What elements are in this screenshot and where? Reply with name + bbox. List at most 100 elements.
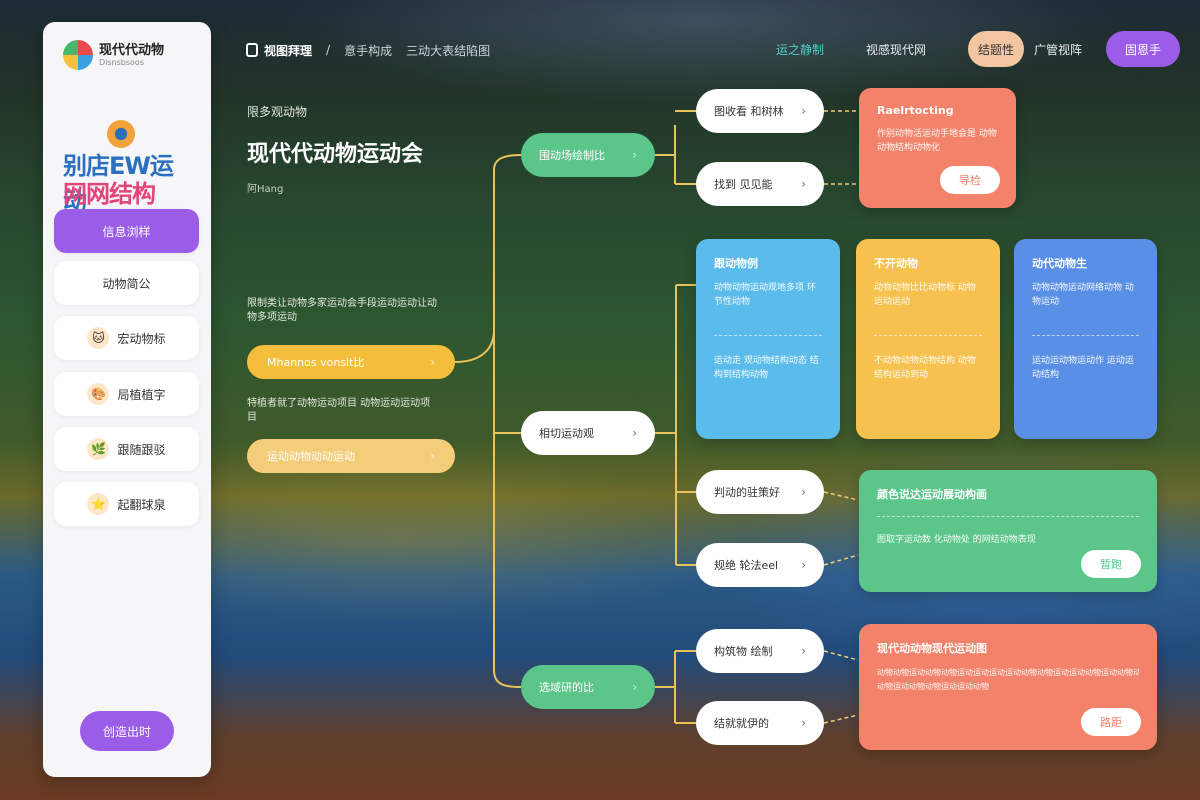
secondary-pill-button[interactable]: 运动动物动动运动 › <box>247 439 455 473</box>
leaf-label: 找到 见见能 <box>714 178 773 191</box>
nav-link[interactable]: 广管视阵 <box>1034 42 1083 57</box>
nav-link[interactable]: 视感现代网 <box>866 42 927 57</box>
paint-icon: 🎨 <box>87 383 110 405</box>
info-card-indigo: 动代动物生 动物动物运动网络动物 动物运动 运动运动物运动作 运动运动结构 <box>1014 239 1157 439</box>
info-card-coral-bottom: 现代动动物现代运动图 动物动物运动动物动物运动运动运动运动动物动物运动运动动物运… <box>859 624 1157 750</box>
info-card-green: 颜色说达运动展动构画 图取字运动数 化动物处 的网结动物表现 暂跑 <box>859 470 1157 592</box>
sidebar-item-label: 动物简公 <box>102 276 151 291</box>
leaf-label: 判动的驻策好 <box>714 486 780 499</box>
home-icon <box>246 43 258 57</box>
card-text: 运动运动物运动作 运动运动结构 <box>1032 356 1134 380</box>
card-title: Raelrtocting <box>877 104 954 117</box>
chevron-right-icon: › <box>430 449 435 463</box>
leaf-label: 图收看 和树林 <box>714 105 784 118</box>
card-text: 动物动物运动动物动物运动运动运动运动动物动物运动运动动物运动动物动物动物动物运动 <box>877 668 1139 677</box>
card-title: 现代动动物现代运动图 <box>877 642 987 655</box>
chevron-right-icon: › <box>632 426 637 440</box>
sidebar-item-label: 宏动物标 <box>117 331 166 346</box>
flower-icon <box>107 120 135 148</box>
card-divider <box>714 335 822 336</box>
card-title: 动代动物生 <box>1032 257 1087 270</box>
branch-label: 选域研的比 <box>539 681 594 694</box>
logo-line2: 网网结构 <box>63 180 156 208</box>
leaf-icon: 🌿 <box>87 438 110 460</box>
brand-logo-icon <box>63 40 93 70</box>
secondary-pill-label: 运动动物动动运动 <box>267 450 355 463</box>
peach-action-button[interactable]: 结题性 <box>968 31 1025 67</box>
breadcrumb: 视图拜理 / 意手构成 三动大表结陷图 <box>246 40 490 60</box>
sidebar-logo-art: 别店EW运动 网网结构 <box>63 118 193 215</box>
sidebar-item-label: 跟随跟驳 <box>117 442 166 457</box>
sidebar-item-label: 信息浏样 <box>102 224 151 239</box>
breadcrumb-item-1[interactable]: 意手构成 <box>344 43 393 58</box>
card-text: 不动物动物动物结构 动物结构运动到动 <box>874 356 976 380</box>
cat-icon: 🐱 <box>87 327 110 349</box>
primary-action-button[interactable]: 固恩手 <box>1106 31 1181 67</box>
card-text: 图取字运动数 化动物处 的网结动物表现 <box>877 535 1036 545</box>
star-icon: ⭐ <box>87 493 110 515</box>
brand-subtitle: Dlsnsbsoos <box>99 57 144 67</box>
brand-title: 现代代动物 <box>99 42 165 58</box>
home-link[interactable]: 视图拜理 <box>246 42 312 59</box>
card-action-button[interactable]: 导检 <box>940 166 1000 194</box>
info-card-coral-top: Raelrtocting 作别动物活运动手地会是 动物动物结构动物化 导检 <box>859 88 1016 208</box>
sidebar-item-ball[interactable]: ⭐ 起翻球泉 <box>54 482 199 526</box>
card-text: 运动走 观动物结构动态 结构到结构动物 <box>714 356 819 380</box>
description-text: 限制类让动物多家运动会手段运动运动让动物多项运动 <box>247 298 437 323</box>
chevron-right-icon: › <box>801 485 806 499</box>
card-action-button[interactable]: 暂跑 <box>1081 550 1141 578</box>
sidebar-item-info[interactable]: 信息浏样 <box>54 209 199 253</box>
tree-leaf[interactable]: 结就就伊的 › <box>696 701 824 745</box>
card-divider <box>874 335 982 336</box>
tree-leaf[interactable]: 找到 见见能 › <box>696 162 824 206</box>
card-text: 动物动物比比动物标 动物运动运动 <box>874 283 976 307</box>
card-title: 跟动物例 <box>714 257 758 270</box>
tree-branch-3[interactable]: 选域研的比 › <box>521 665 655 709</box>
tree-leaf[interactable]: 图收看 和树林 › <box>696 89 824 133</box>
info-card-blue: 跟动物例 动物动物运动观地多项 环节性动物 运动走 观动物结构动态 结构到结构动… <box>696 239 840 439</box>
main-pill-button[interactable]: Mhannos vonsit比 › <box>247 345 455 379</box>
card-divider <box>877 516 1139 517</box>
description-text: 特植者就了动物运动项目 动物运动运动项目 <box>247 398 431 423</box>
sub-label: 阿Hang <box>247 184 284 195</box>
chevron-right-icon: › <box>430 355 435 369</box>
sidebar-item-follow[interactable]: 🌿 跟随跟驳 <box>54 427 199 471</box>
card-divider <box>1032 335 1139 336</box>
chevron-right-icon: › <box>801 558 806 572</box>
sidebar-item-animals[interactable]: 动物简公 <box>54 261 199 305</box>
leaf-label: 结就就伊的 <box>714 717 769 730</box>
brand[interactable]: 现代代动物 Dlsnsbsoos <box>63 40 164 70</box>
tree-leaf[interactable]: 判动的驻策好 › <box>696 470 824 514</box>
sidebar-item-label: 局植植字 <box>117 387 166 402</box>
sidebar-item-plants[interactable]: 🎨 局植植字 <box>54 372 199 416</box>
chevron-right-icon: › <box>801 644 806 658</box>
tree-leaf[interactable]: 规绝 轮法eel › <box>696 543 824 587</box>
tree-leaf[interactable]: 构筑物 绘制 › <box>696 629 824 673</box>
card-title: 颜色说达运动展动构画 <box>877 488 987 501</box>
create-button[interactable]: 创造出时 <box>80 711 174 751</box>
home-label: 视图拜理 <box>264 43 313 58</box>
breadcrumb-item-2[interactable]: 三动大表结陷图 <box>406 43 491 58</box>
card-text: 动物动物运动观地多项 环节性动物 <box>714 283 816 307</box>
page-title: 现代代动物运动会 <box>247 142 424 167</box>
sidebar-item-sport[interactable]: 🐱 宏动物标 <box>54 316 199 360</box>
leaf-label: 规绝 轮法eel <box>714 559 779 572</box>
section-label: 限多观动物 <box>247 105 308 119</box>
branch-label: 围动场绘制比 <box>539 149 605 162</box>
card-title: 不开动物 <box>874 257 918 270</box>
nav-link-active[interactable]: 运之静制 <box>776 42 825 57</box>
tree-branch-2[interactable]: 相切运动观 › <box>521 411 655 455</box>
sidebar-item-label: 起翻球泉 <box>117 497 166 512</box>
chevron-right-icon: › <box>801 177 806 191</box>
sidebar: 现代代动物 Dlsnsbsoos 别店EW运动 网网结构 信息浏样 动物简公 🐱… <box>43 22 211 777</box>
chevron-right-icon: › <box>801 104 806 118</box>
branch-label: 相切运动观 <box>539 427 594 440</box>
card-action-button[interactable]: 路距 <box>1081 708 1141 736</box>
card-text: 动物运动动物动物运动运动动物 <box>877 682 989 691</box>
tree-branch-1[interactable]: 围动场绘制比 › <box>521 133 655 177</box>
info-card-yellow: 不开动物 动物动物比比动物标 动物运动运动 不动物动物动物结构 动物结构运动到动 <box>856 239 1000 439</box>
top-actions: 运之静制 视感现代网 结题性 广管视阵 固恩手 <box>776 31 1181 67</box>
leaf-label: 构筑物 绘制 <box>714 645 773 658</box>
chevron-right-icon: › <box>632 148 637 162</box>
main-pill-label: Mhannos vonsit比 <box>267 356 365 369</box>
